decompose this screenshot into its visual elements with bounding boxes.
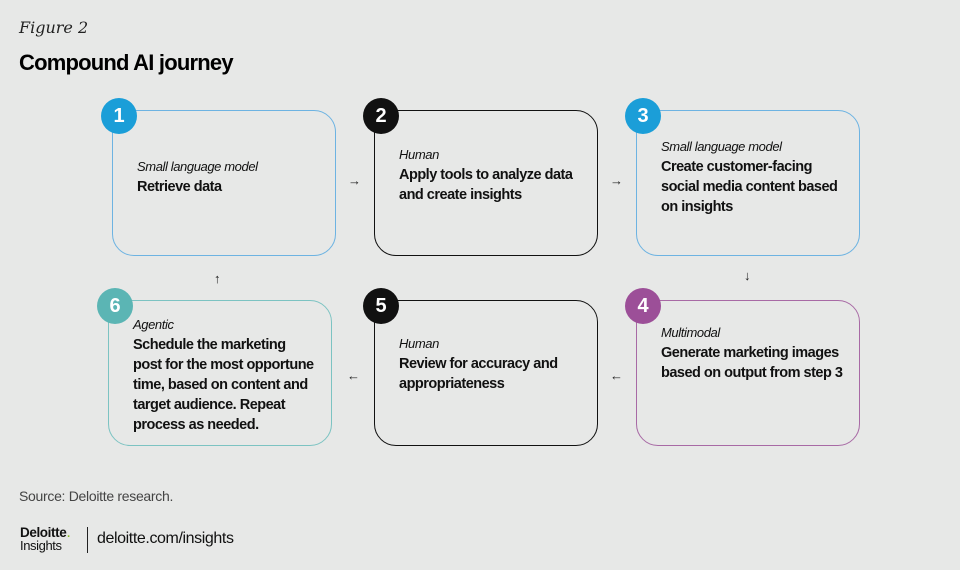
step-2-number: 2 <box>363 98 399 134</box>
arrow-down-icon: ↓ <box>744 268 751 283</box>
figure-label: Figure 2 <box>19 18 89 37</box>
page-title: Compound AI journey <box>19 50 234 75</box>
step-kind: Human <box>399 147 439 162</box>
step-1-number: 1 <box>101 98 137 134</box>
insights-link[interactable]: deloitte.com/insights <box>97 530 234 547</box>
step-text: Apply tools to analyze data and create i… <box>399 167 573 203</box>
step-3-number: 3 <box>625 98 661 134</box>
arrow-up-icon: ↑ <box>214 271 221 286</box>
step-text: Schedule the marketing post for the most… <box>133 337 314 433</box>
arrow-left-icon: ← <box>347 368 360 383</box>
step-4-number: 4 <box>625 288 661 324</box>
step-kind: Multimodal <box>661 325 720 340</box>
step-5-number: 5 <box>363 288 399 324</box>
arrow-left-icon: ← <box>610 368 623 383</box>
step-text: Create customer-facing social media cont… <box>661 159 838 215</box>
step-text: Generate marketing images based on outpu… <box>661 345 843 381</box>
step-text: Review for accuracy and appropriateness <box>399 356 558 392</box>
step-6-number: 6 <box>97 288 133 324</box>
step-kind: Small language model <box>661 139 782 154</box>
divider <box>87 527 88 553</box>
step-kind: Human <box>399 336 439 351</box>
deloitte-insights-logo: Deloitte. Insights <box>20 524 71 553</box>
step-kind: Small language model <box>137 159 258 174</box>
source-note: Source: Deloitte research. <box>19 488 174 504</box>
step-text: Retrieve data <box>137 179 222 195</box>
arrow-right-icon: → <box>348 173 361 188</box>
step-kind: Agentic <box>133 317 174 332</box>
arrow-right-icon: → <box>610 173 623 188</box>
